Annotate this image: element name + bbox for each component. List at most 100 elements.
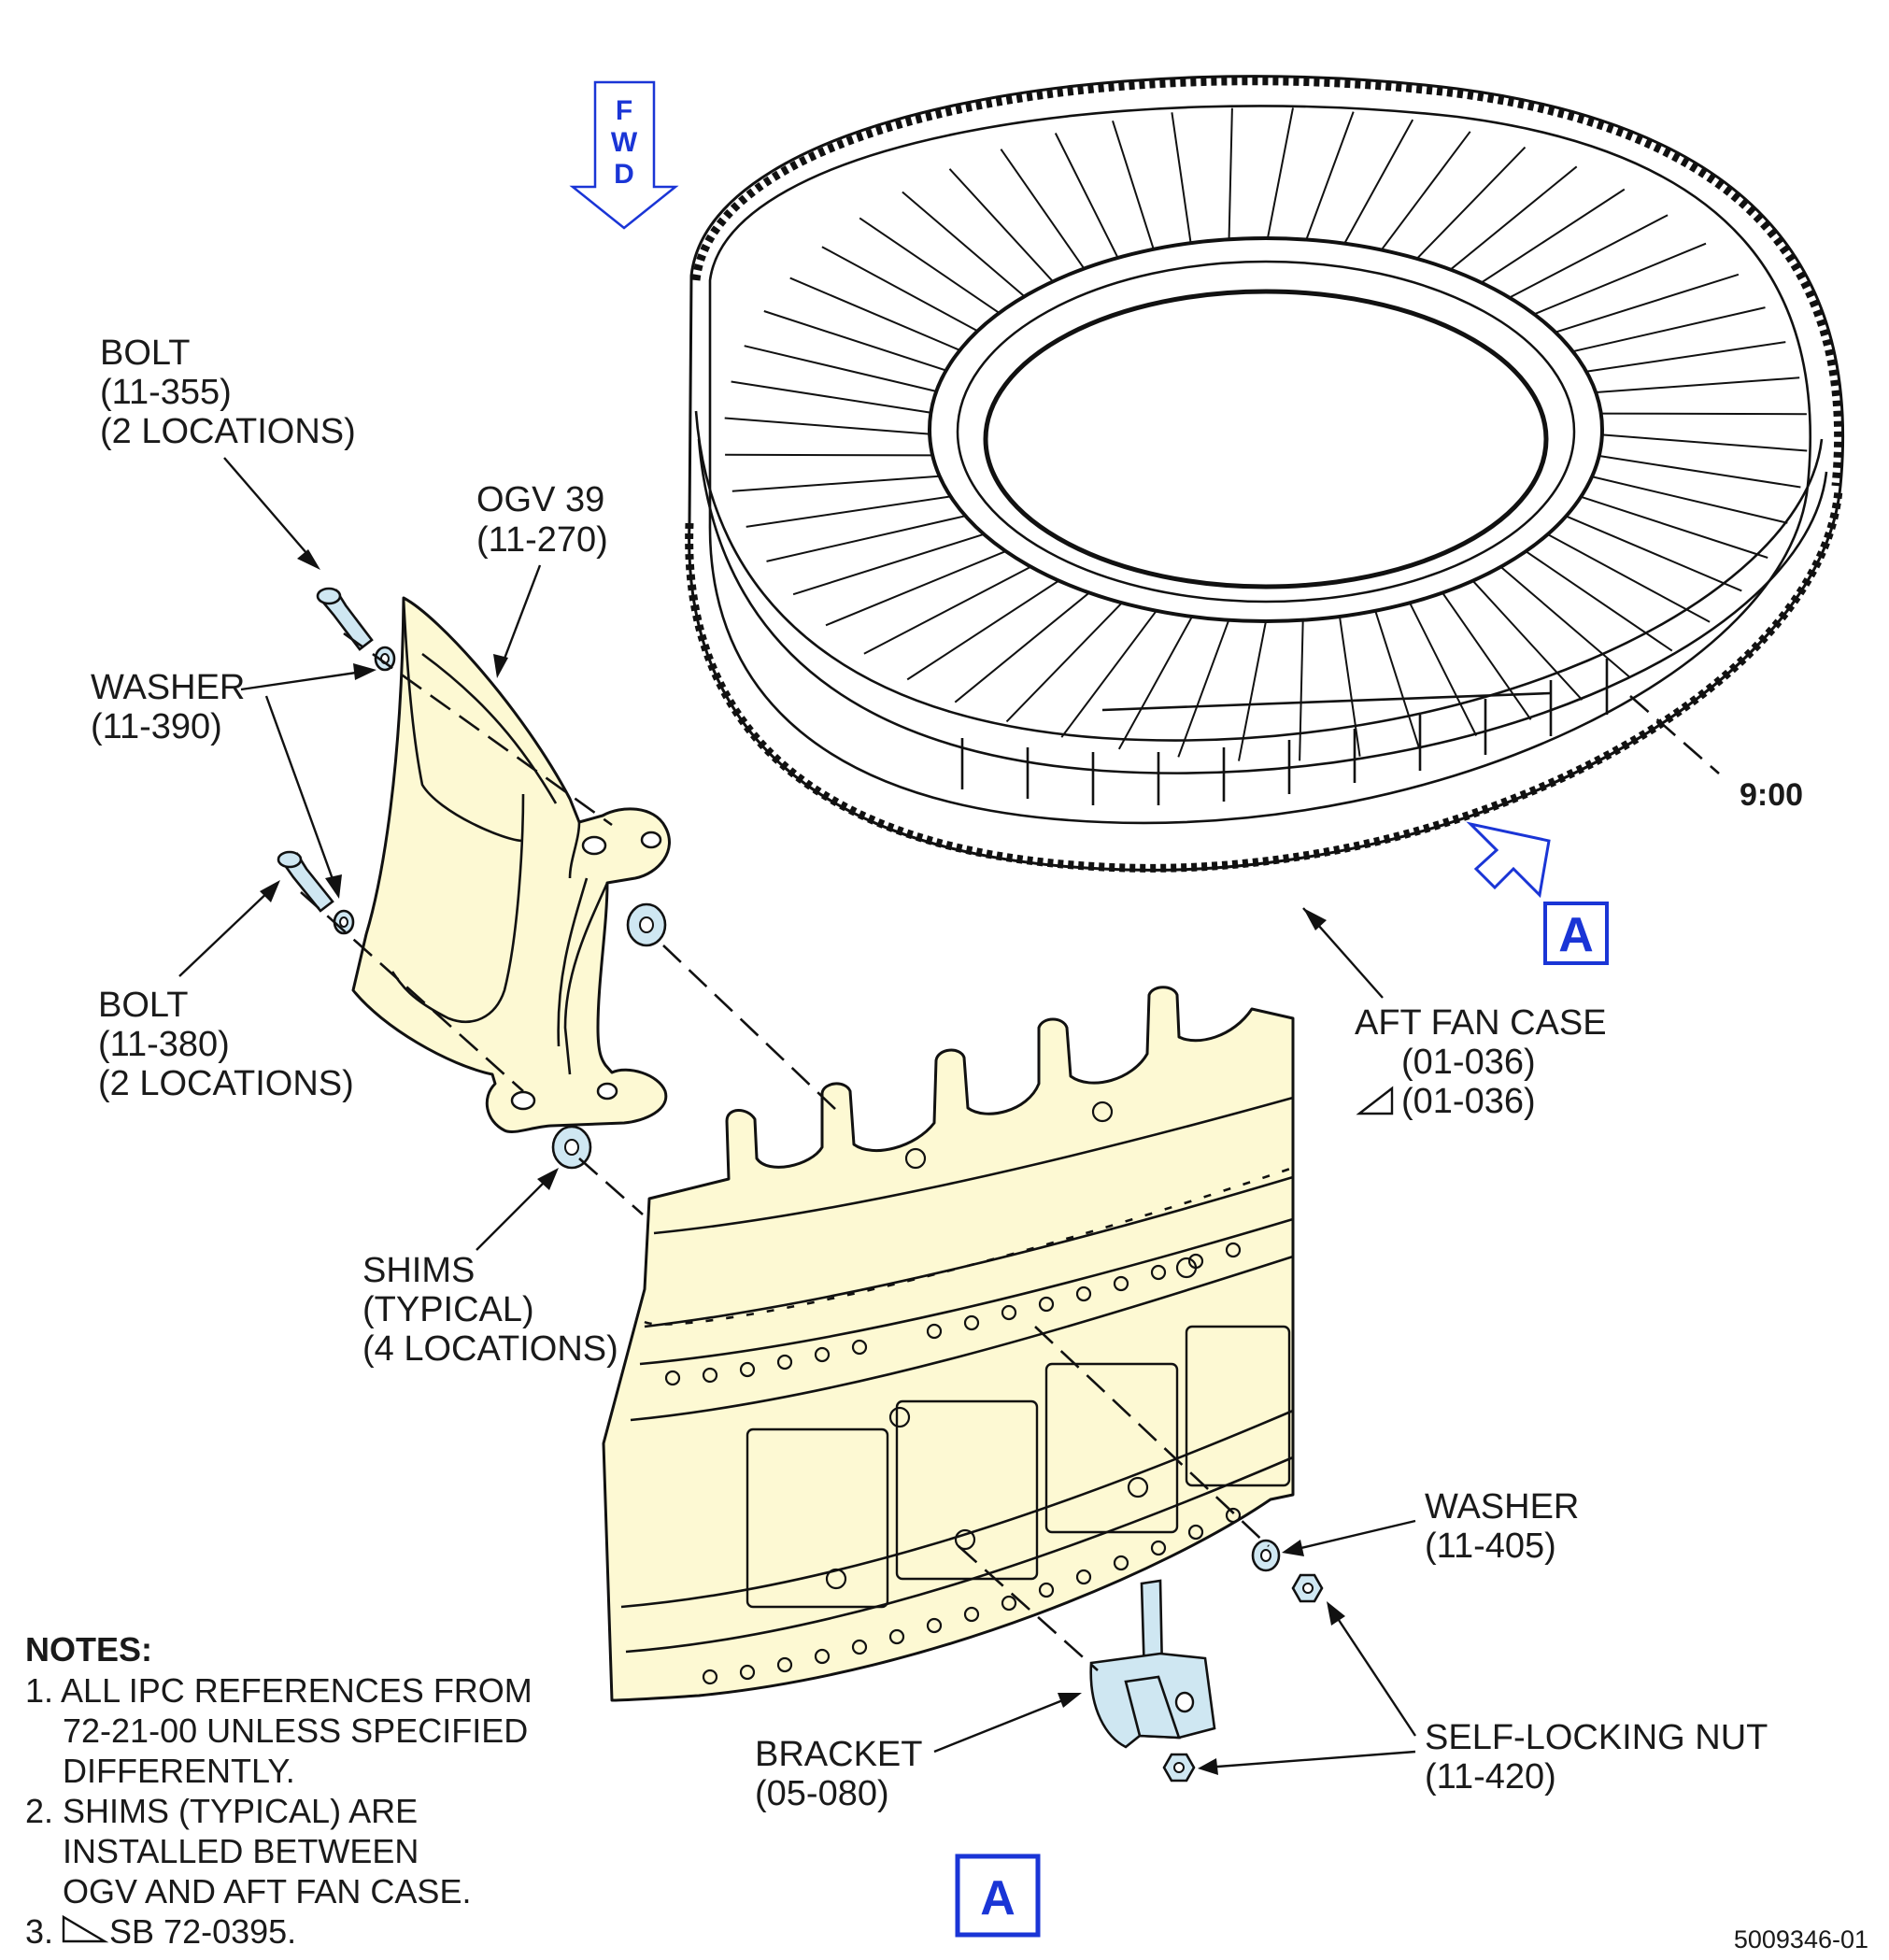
vane-line bbox=[1525, 549, 1673, 652]
vane-line bbox=[1112, 120, 1158, 259]
vane-line bbox=[746, 495, 954, 528]
shim-lower-icon bbox=[551, 1125, 592, 1170]
bracket-ref: (05-080) bbox=[755, 1774, 889, 1813]
bolt-1-qty: (2 LOCATIONS) bbox=[100, 412, 356, 451]
bracket-callout: BRACKET (05-080) bbox=[755, 1693, 1082, 1813]
view-marker-letter: A bbox=[1558, 908, 1594, 962]
vane-line bbox=[1564, 306, 1766, 355]
centerline-lower-shim bbox=[578, 1158, 644, 1215]
shims-name: SHIMS bbox=[362, 1251, 475, 1290]
fwd-letter-f: F bbox=[616, 95, 632, 126]
aft-fan-case-sb-ref: (01-036) bbox=[1401, 1082, 1536, 1121]
vane-line bbox=[1060, 610, 1158, 738]
shim-upper-icon bbox=[626, 902, 667, 947]
view-arrow-icon bbox=[1466, 821, 1551, 899]
vane-line bbox=[1005, 602, 1123, 723]
vane-line bbox=[1177, 619, 1230, 758]
ogv-ref: (11-270) bbox=[476, 520, 608, 560]
centerline-upper-bolt bbox=[343, 632, 613, 827]
vane-line bbox=[725, 453, 937, 457]
vane-line bbox=[863, 565, 1032, 655]
sb-triangle-icon bbox=[1356, 1086, 1394, 1115]
vane-line bbox=[1525, 242, 1707, 320]
vane-line bbox=[1578, 341, 1786, 374]
note-line-2: 72-21-00 UNLESS SPECIFIED bbox=[25, 1711, 528, 1750]
vane-line bbox=[1301, 111, 1355, 249]
vane-line bbox=[1588, 475, 1788, 524]
vane-line bbox=[1374, 610, 1420, 749]
nut-name: SELF-LOCKING NUT bbox=[1425, 1718, 1768, 1757]
fwd-letter-d: D bbox=[614, 159, 634, 190]
vane-line bbox=[1054, 133, 1123, 267]
washer-1-name: WASHER bbox=[91, 668, 245, 707]
vane-line bbox=[731, 380, 937, 415]
bolt-11-355-callout: BOLT (11-355) (2 LOCATIONS) bbox=[100, 334, 356, 570]
vane-line bbox=[1595, 412, 1807, 416]
shims-qty: (4 LOCATIONS) bbox=[362, 1329, 618, 1369]
vane-line bbox=[906, 579, 1060, 681]
vane-line bbox=[825, 549, 1007, 627]
vane-line bbox=[1409, 602, 1478, 736]
note-line-7: 3. SB 72-0395. bbox=[25, 1912, 296, 1951]
vane-line bbox=[1546, 273, 1740, 336]
vane-line bbox=[1546, 533, 1711, 623]
detail-view-a-marker: A bbox=[955, 1853, 1041, 1938]
washer-11-405-callout: WASHER (11-405) bbox=[1282, 1487, 1579, 1566]
aft-fan-case-callout: AFT FAN CASE (01-036) (01-036) bbox=[1302, 907, 1607, 1121]
ogv-callout: OGV 39 (11-270) bbox=[476, 480, 608, 678]
vane-line bbox=[1339, 616, 1361, 757]
fan-case-section bbox=[602, 986, 1295, 1702]
aft-fan-case-name: AFT FAN CASE bbox=[1355, 1003, 1607, 1043]
fwd-arrow-icon: F W D bbox=[569, 80, 679, 230]
washer-11-390-upper-icon bbox=[374, 646, 396, 672]
washer-11-405-icon bbox=[1251, 1539, 1281, 1572]
aft-fan-case-ring-illustration bbox=[685, 75, 1845, 899]
note-line-5: INSTALLED BETWEEN bbox=[25, 1832, 419, 1870]
vane-line bbox=[1265, 107, 1294, 249]
vane-line bbox=[744, 345, 944, 394]
view-marker-a: A bbox=[1543, 902, 1609, 965]
vane-line bbox=[766, 514, 968, 562]
vane-line bbox=[1499, 214, 1669, 304]
shims-callout: SHIMS (TYPICAL) (4 LOCATIONS) bbox=[362, 1168, 618, 1369]
case-holes bbox=[664, 1101, 1242, 1685]
centerline-lower-bolt bbox=[300, 891, 524, 1092]
vane-line bbox=[821, 246, 986, 336]
vane-line bbox=[1471, 579, 1584, 701]
note-line-6: OGV AND AFT FAN CASE. bbox=[25, 1872, 471, 1910]
vane-line bbox=[859, 217, 1007, 320]
notes-block: NOTES: 1. ALL IPC REFERENCES FROM 72-21-… bbox=[25, 1630, 533, 1951]
detail-view-letter: A bbox=[980, 1871, 1016, 1925]
nut-ref: (11-420) bbox=[1425, 1757, 1556, 1797]
vane-line bbox=[731, 475, 943, 492]
vane-line bbox=[1564, 514, 1742, 592]
vane-line bbox=[1228, 107, 1233, 249]
self-locking-nut-upper-icon bbox=[1291, 1573, 1324, 1603]
washer-2-name: WASHER bbox=[1425, 1487, 1579, 1527]
vane-line bbox=[763, 310, 954, 374]
vane-line bbox=[1339, 119, 1414, 253]
bolt-11-380-icon bbox=[277, 850, 334, 913]
bolt-2-name: BOLT bbox=[98, 986, 188, 1025]
vane-line bbox=[1589, 376, 1800, 394]
vane-line bbox=[1299, 619, 1304, 761]
note-line-3: DIFFERENTLY. bbox=[25, 1752, 295, 1790]
centerline-washer bbox=[1034, 1326, 1270, 1547]
vane-line bbox=[789, 277, 968, 355]
self-locking-nut-lower-icon bbox=[1162, 1753, 1196, 1782]
vane-line bbox=[792, 533, 986, 596]
bolt-2-qty: (2 LOCATIONS) bbox=[98, 1064, 354, 1103]
bracket-05-080-icon bbox=[1089, 1579, 1216, 1749]
vane-line bbox=[902, 191, 1032, 304]
clock-position-label: 9:00 bbox=[1740, 777, 1803, 813]
bracket-name: BRACKET bbox=[755, 1735, 922, 1774]
vane-line bbox=[1471, 188, 1626, 290]
aft-fan-case-ref: (01-036) bbox=[1401, 1043, 1536, 1082]
notes-title: NOTES: bbox=[25, 1630, 152, 1669]
vane-line bbox=[1171, 112, 1193, 253]
vane-line bbox=[1597, 433, 1808, 452]
vane-line bbox=[1499, 565, 1630, 678]
centerline-upper-shim bbox=[662, 944, 837, 1111]
bolt-1-name: BOLT bbox=[100, 334, 190, 373]
